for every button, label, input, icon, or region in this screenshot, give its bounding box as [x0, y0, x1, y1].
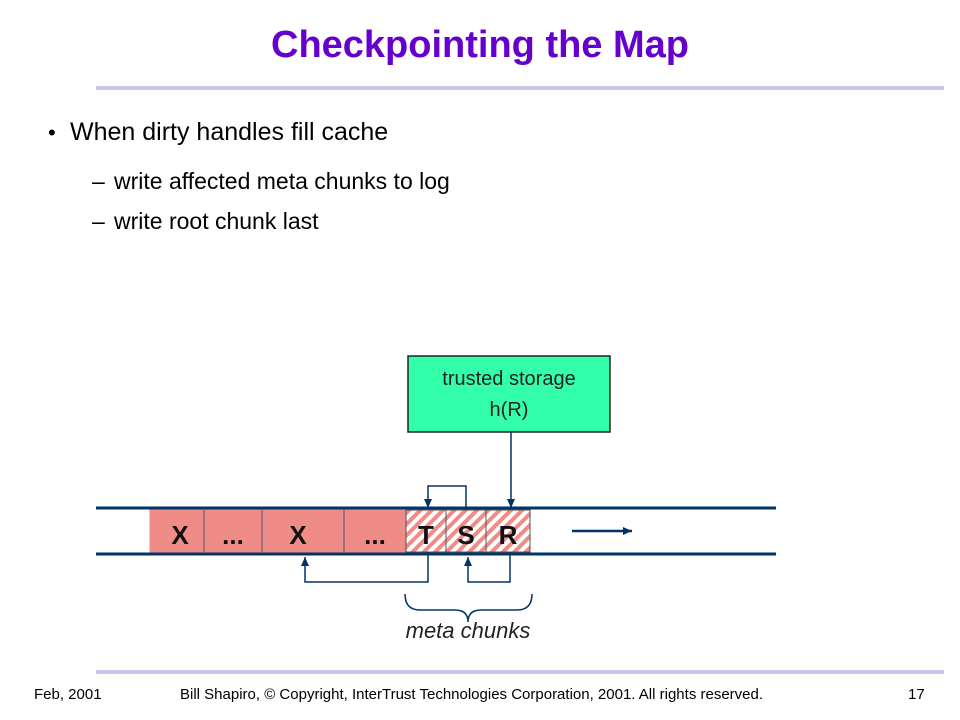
log-cell — [405, 509, 447, 553]
pointer-arrow-r-to-s — [464, 552, 511, 583]
footer-divider — [96, 670, 944, 674]
dash-icon: – — [92, 208, 105, 234]
log-cell — [485, 509, 531, 553]
title-divider — [96, 86, 944, 90]
log-cell-label: R — [499, 520, 518, 550]
trusted-storage-label: trusted storage — [442, 368, 575, 390]
bullet-item: • When dirty handles fill cache — [48, 118, 388, 147]
sub-bullet-text: write root chunk last — [114, 208, 319, 234]
log-cell-label: X — [289, 520, 307, 550]
sub-bullet-item: –write root chunk last — [92, 208, 319, 235]
footer-date: Feb, 2001 — [34, 686, 102, 703]
page-number: 17 — [908, 686, 925, 703]
bullet-dot-icon: • — [48, 120, 56, 145]
log-cell-label: ... — [364, 520, 386, 550]
log-cell — [149, 509, 205, 553]
trusted-storage-rect — [407, 355, 611, 433]
pointer-arrow-t-to-x — [301, 552, 429, 583]
pointer-arrow-s-to-t — [424, 485, 467, 510]
log-cell — [261, 509, 345, 553]
log-cell-label: T — [418, 520, 434, 550]
log-cells: X ... X ... T S R — [149, 509, 531, 553]
trusted-storage-hash: h(R) — [490, 399, 529, 421]
sub-bullet-text: write affected meta chunks to log — [114, 168, 450, 194]
log-cell-label: S — [457, 520, 474, 550]
dash-icon: – — [92, 168, 105, 194]
log-cell-label: ... — [222, 520, 244, 550]
meta-chunks-brace — [404, 593, 533, 623]
sub-bullet-item: –write affected meta chunks to log — [92, 168, 450, 195]
bullet-text: When dirty handles fill cache — [70, 118, 389, 146]
meta-chunks-label: meta chunks — [406, 618, 531, 643]
log-cell-label: X — [171, 520, 189, 550]
footer-copyright: Bill Shapiro, © Copyright, InterTrust Te… — [180, 686, 764, 703]
trusted-storage-box: trusted storage h(R) — [407, 355, 611, 433]
slide-title: Checkpointing the Map — [271, 24, 689, 66]
